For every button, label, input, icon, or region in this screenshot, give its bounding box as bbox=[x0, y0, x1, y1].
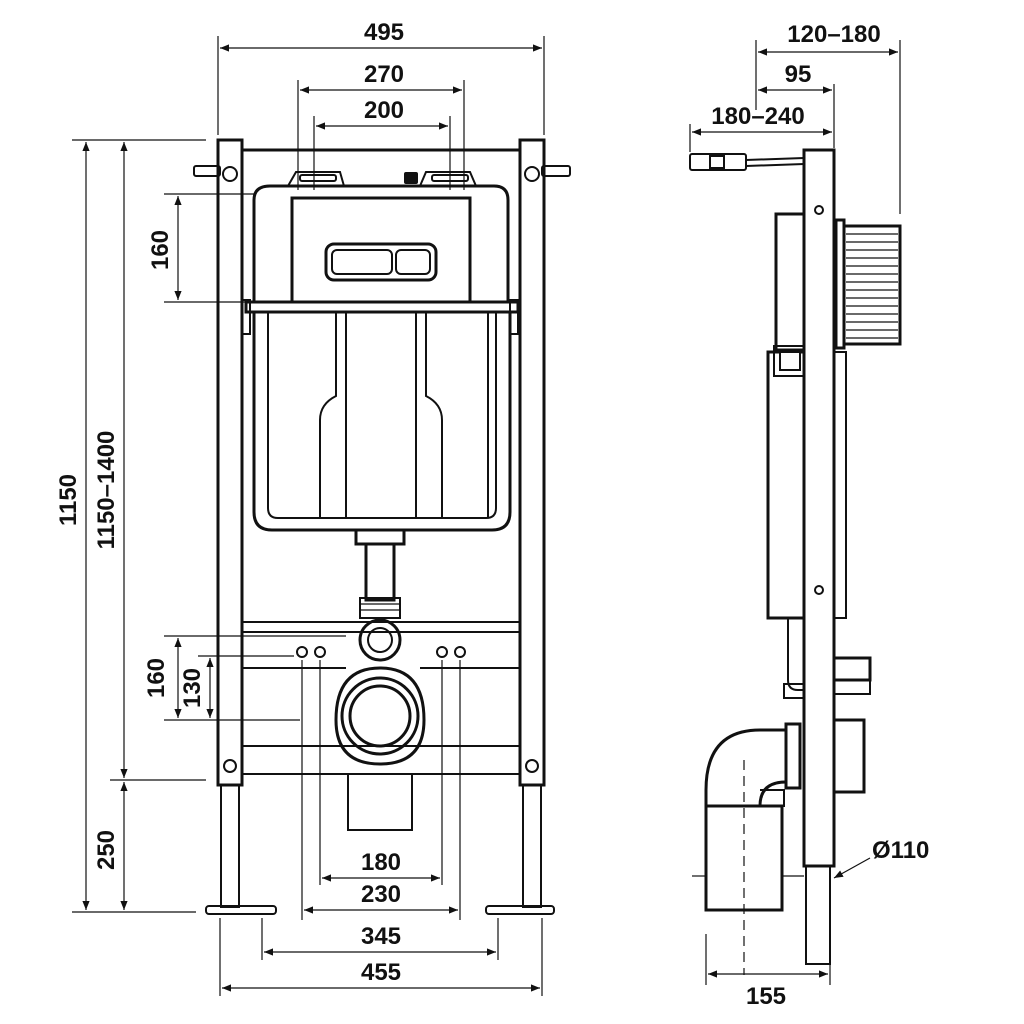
dim-plate-width-270: 270 bbox=[364, 61, 404, 88]
side-dimension-labels: 120–180 95 180–240 Ø110 155 bbox=[711, 21, 929, 1010]
dim-bolt-span-160: 160 bbox=[143, 658, 170, 698]
side-dimension-lines bbox=[689, 40, 901, 985]
dim-depth-range-120-180: 120–180 bbox=[787, 21, 880, 48]
dim-bracket-range-180-240: 180–240 bbox=[711, 103, 804, 130]
dim-frame-height-1150: 1150 bbox=[55, 474, 82, 526]
front-dimension-lines bbox=[72, 36, 545, 996]
dim-bolt-span-130: 130 bbox=[179, 668, 206, 708]
dim-feet-345: 345 bbox=[361, 923, 401, 950]
dim-bolt-spacing-180: 180 bbox=[361, 849, 401, 876]
dim-depth-95: 95 bbox=[785, 61, 812, 88]
dim-front-width-495: 495 bbox=[364, 19, 404, 46]
side-view: 120–180 95 180–240 Ø110 155 bbox=[689, 21, 929, 1010]
dim-offset-155: 155 bbox=[746, 983, 786, 1010]
flush-plate-ribs bbox=[846, 233, 898, 339]
cistern bbox=[241, 171, 520, 662]
front-dimension-labels: 495 270 200 1150 1150–1400 160 160 130 2… bbox=[55, 19, 404, 986]
mounting-plate bbox=[242, 621, 520, 831]
dim-height-range: 1150–1400 bbox=[93, 431, 120, 550]
dim-opening-200: 200 bbox=[364, 97, 404, 124]
side-frame bbox=[689, 148, 902, 975]
dim-pipe-diameter: Ø110 bbox=[872, 837, 929, 864]
dim-plate-height-160: 160 bbox=[147, 230, 174, 270]
dim-leg-height-250: 250 bbox=[93, 830, 120, 870]
dim-frame-width-455: 455 bbox=[361, 959, 401, 986]
dim-bolt-spacing-230: 230 bbox=[361, 881, 401, 908]
frame-uprights bbox=[193, 138, 571, 915]
front-view: 495 270 200 1150 1150–1400 160 160 130 2… bbox=[55, 19, 571, 996]
